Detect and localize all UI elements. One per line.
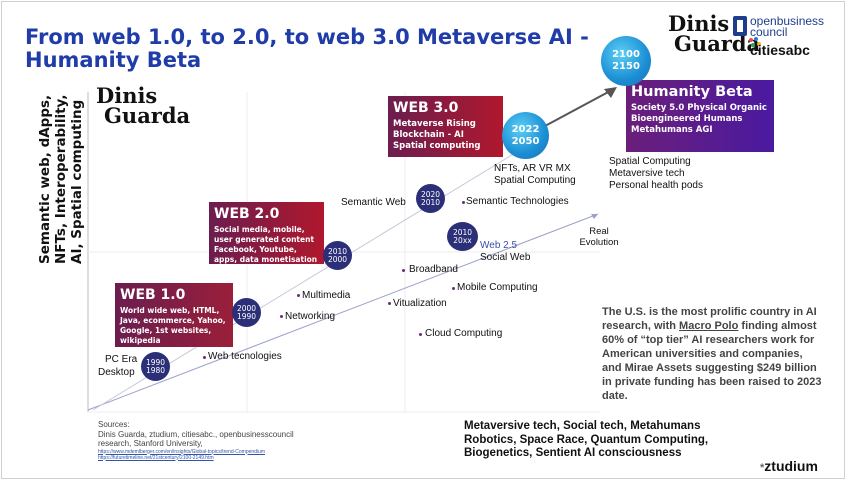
bullet-dot [419,333,422,336]
obc-text: openbusiness council [750,14,825,39]
future-arrow-line [544,89,613,127]
node-2100: 2100 2150 [601,36,651,86]
logo-dg-first: Dinis [668,11,730,36]
web1-desc: World wide web, HTML, Java, ecommerce, Y… [120,306,226,345]
label-real-evolution: Real Evolution [579,226,619,248]
logo-dg-second: Guarda [674,31,761,56]
bullet-dot [402,269,405,272]
bullet-dot [280,315,283,318]
label-visualization: Vitualization [393,298,447,309]
ztudium-star-icon: * [760,462,765,474]
node-2022-bottom: 2050 [511,135,540,147]
node-2100-top: 2100 [612,49,640,60]
beta-title: Humanity Beta [631,84,753,100]
web3-title: WEB 3.0 [393,100,459,116]
label-broadband: Broadband [409,264,458,275]
node-20xx-bottom: 20xx [453,235,472,245]
x-axis-label: Metaversive tech, Social tech, Metahuman… [464,420,709,459]
stat-text-b: finding almost 60% of “top tier” AI rese… [602,320,822,402]
label-social-web: Social Web [480,252,531,263]
node-2020-top: 2020 [420,189,441,199]
node-2010-bottom: 2000 [327,254,348,264]
sources-links[interactable]: https://www.mdemlberger.com/en/insights/… [98,448,266,461]
stat-link[interactable]: Macro Polo [679,320,739,332]
chart-logo-second: Guarda [104,103,191,128]
citiesabc-logo: citiesabc [750,42,810,58]
bullet-dot [388,302,391,305]
y-axis-label: Semantic web, dApps, NFTs, Interoperabil… [37,94,85,264]
sources-line: Dinis Guarda, ztudium, citiesabc., openb… [98,429,294,449]
ztudium-text: ztudium [764,458,818,474]
dinis-guarda-logo-chart: Dinis Guarda [96,85,191,128]
bullet-dot [203,356,206,359]
node-1990-bottom: 1980 [145,365,166,375]
node-2000-bottom: 1990 [236,311,257,321]
node-20xx: 2010 20xx [447,222,478,251]
label-spatial: Spatial Computing Metaversive tech Perso… [609,156,703,191]
obc-logo: openbusiness council [733,15,833,61]
web1-box: WEB 1.0 World wide web, HTML, Java, ecom… [115,283,233,347]
web1-title: WEB 1.0 [120,287,186,303]
node-20xx-top: 2010 [452,227,473,237]
node-2020-bottom: 2010 [420,197,441,207]
label-networking: Networking [285,311,336,322]
stat-paragraph: The U.S. is the most prolific country in… [602,305,824,403]
node-2022: 2022 2050 [502,112,549,159]
label-multimedia: Multimedia [302,290,351,301]
label-desktop: Desktop [98,367,135,378]
web2-box: WEB 2.0 Social media, mobile, user gener… [209,202,324,264]
obc-mark-icon [733,16,747,36]
web2-title: WEB 2.0 [214,206,280,222]
label-mobile: Mobile Computing [457,282,538,293]
label-cloud: Cloud Computing [425,328,503,339]
label-web25: Web 2.5 [480,240,518,251]
web3-box: WEB 3.0 Metaverse Rising Blockchain - AI… [388,96,503,157]
node-2010: 2010 2000 [323,241,352,270]
slide-title: From web 1.0, to 2.0, to web 3.0 Metaver… [25,25,589,72]
node-2020: 2020 2010 [416,184,445,213]
node-2010-top: 2010 [327,246,348,256]
bullet-dot [462,201,465,204]
bullet-dot [452,287,455,290]
node-2000: 2000 1990 [232,298,261,327]
real-evolution-line [87,213,599,411]
label-semantic-web: Semantic Web [341,197,406,208]
node-2100-bottom: 2150 [612,61,640,72]
node-2000-top: 2000 [236,303,257,313]
dinis-guarda-logo-top: Dinis Guarda [668,13,761,56]
ztudium-logo: *ztudium [760,458,818,474]
label-web-tech: Web tecnologies [208,351,282,362]
beta-desc: Society 5.0 Physical Organic Bioengineer… [631,103,767,135]
stat-text-a: The U.S. is the most prolific country in… [602,306,817,332]
bullet-dot [297,294,300,297]
label-pc-era: PC Era [105,354,138,365]
node-2022-top: 2022 [511,123,540,135]
sources-block: Sources: Dinis Guarda, ztudium, citiesab… [98,420,328,461]
node-1990: 1990 1980 [141,352,170,381]
node-1990-top: 1990 [145,357,166,367]
label-nfts: NFTs, AR VR MX Spatial Computing [494,163,576,186]
web3-desc: Metaverse Rising Blockchain - AI Spatial… [393,119,481,151]
humanity-beta-box: Humanity Beta Society 5.0 Physical Organ… [626,80,774,152]
web2-desc: Social media, mobile, user generated con… [214,225,318,264]
future-arrow-head [604,87,617,98]
sources-heading: Sources: [98,420,130,429]
chart-logo-first: Dinis [96,83,158,108]
label-semantic-tech: Semantic Technologies [466,196,569,207]
citiesabc-mark-icon [749,37,761,47]
